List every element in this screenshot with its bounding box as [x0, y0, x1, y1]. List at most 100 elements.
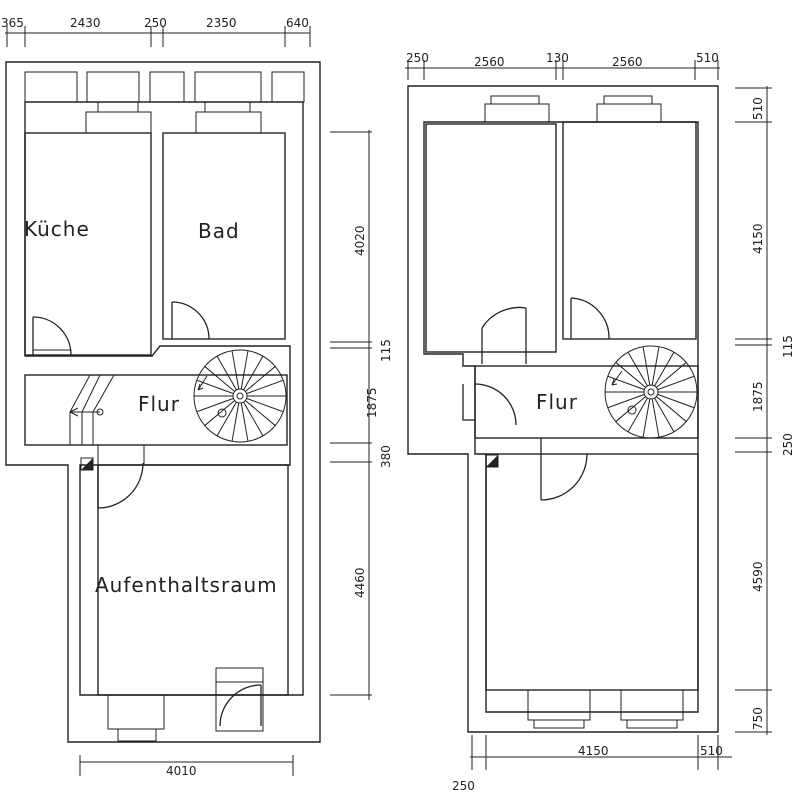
stair-tread	[651, 346, 660, 386]
left-window-4	[194, 71, 262, 103]
label-living: Aufenthaltsraum	[95, 573, 278, 597]
room-kitchen	[24, 132, 152, 356]
left-dimension-bottom: 4010	[79, 755, 294, 778]
dim-r-top-250: 250	[406, 51, 429, 65]
left-sill-1b	[97, 101, 139, 113]
left-dimension-right: 4020 115 1875 380 4460	[330, 130, 393, 700]
stair-tread	[231, 402, 240, 442]
stair-tread	[651, 398, 660, 438]
left-chimney-symbol	[80, 457, 94, 471]
stair-tread	[240, 350, 249, 390]
stair-tread	[231, 350, 240, 390]
left-sill-2b	[204, 101, 251, 113]
stair-tread	[656, 396, 687, 422]
stair-tread	[216, 355, 237, 391]
dim-r-right-4590: 4590	[751, 561, 765, 592]
stair-tread	[246, 397, 284, 413]
dim-r-top-2560a: 2560	[474, 55, 505, 69]
right-room-hall	[474, 365, 699, 439]
dim-r-right-750: 750	[751, 707, 765, 730]
dim-r-top-130: 130	[546, 51, 569, 65]
right-door-hall	[462, 383, 517, 426]
dim-r-right-1875: 1875	[751, 381, 765, 412]
room-hall	[24, 374, 288, 446]
dim-right-1875: 1875	[365, 387, 379, 418]
left-door-living	[97, 444, 145, 509]
right-room-main	[485, 453, 699, 691]
right-inner-wall	[423, 121, 699, 713]
left-sill-2	[195, 111, 262, 134]
dim-top-2430: 2430	[70, 16, 101, 30]
left-window-3	[149, 71, 185, 103]
right-window-2	[596, 103, 662, 123]
label-bath: Bad	[198, 219, 240, 243]
right-plan: Flur 250 2560 130 2560 510 510 4150 115 …	[405, 51, 795, 793]
dim-top-640: 640	[286, 16, 309, 30]
stair-tread	[657, 393, 695, 409]
left-door-kitchen	[32, 316, 72, 356]
dim-bottom-4010: 4010	[166, 764, 197, 778]
label-kitchen: Küche	[24, 217, 90, 241]
dim-right-4460: 4460	[353, 567, 367, 598]
right-room-1	[425, 123, 557, 353]
right-window-bottom-1b	[533, 719, 585, 729]
right-window-2b	[603, 95, 653, 105]
dim-r-bottom-510: 510	[700, 744, 723, 758]
label-hall-left: Flur	[138, 392, 180, 416]
stair-tread	[654, 397, 675, 433]
dim-top-250: 250	[144, 16, 167, 30]
right-room-2	[562, 121, 697, 340]
stair-tread	[246, 379, 284, 395]
room-bath	[162, 132, 286, 340]
left-window-2	[86, 71, 140, 103]
room-living	[97, 464, 289, 696]
dim-r-right-115: 115	[781, 335, 795, 358]
stair-tread	[657, 375, 695, 391]
stair-tread	[627, 351, 648, 387]
left-plan: Küche Bad Flur Aufenthaltsraum 365 2430 …	[1, 16, 393, 778]
stair-tread	[607, 375, 645, 391]
stair-tread	[654, 351, 675, 387]
dim-right-115: 115	[379, 339, 393, 362]
stair-tread	[240, 402, 249, 442]
stair-tread	[642, 398, 651, 438]
stair-tread	[216, 401, 237, 437]
right-door-2	[570, 297, 610, 340]
left-door-front	[215, 667, 264, 732]
right-outer-wall	[407, 85, 719, 733]
stair-tread	[204, 366, 235, 392]
stair-tread	[615, 362, 646, 388]
left-hall-connector	[69, 374, 115, 445]
right-window-bottom-1	[527, 689, 591, 721]
left-window-bottom	[107, 694, 165, 730]
stair-tread	[656, 362, 687, 388]
stair-tread	[245, 366, 276, 392]
right-dimension-bottom: 4150 510 250	[452, 735, 732, 793]
stair-tread	[627, 397, 648, 433]
stair-tread	[615, 396, 646, 422]
right-door-1	[481, 306, 527, 364]
left-spiral-staircase	[193, 349, 287, 443]
dim-r-bottom-4150: 4150	[578, 744, 609, 758]
right-window-1	[484, 103, 550, 123]
dim-right-4020: 4020	[353, 225, 367, 256]
dim-r-right-510: 510	[751, 97, 765, 120]
stair-tread	[243, 355, 264, 391]
right-window-1b	[490, 95, 540, 105]
left-inner-wall	[24, 101, 304, 696]
dim-right-380: 380	[379, 445, 393, 468]
dim-r-top-2560b: 2560	[612, 55, 643, 69]
right-window-bottom-2	[620, 689, 684, 721]
right-chimney-symbol	[485, 454, 499, 468]
left-outer-wall	[5, 61, 321, 743]
left-dimension-top: 365 2430 250 2350 640	[1, 16, 311, 47]
dim-top-365: 365	[1, 16, 24, 30]
right-dimension-top: 250 2560 130 2560 510	[405, 51, 720, 80]
stair-tread	[196, 397, 234, 413]
left-door-bath	[171, 301, 210, 340]
right-spiral-staircase	[604, 345, 698, 439]
dim-r-right-250: 250	[781, 433, 795, 456]
left-window-1	[24, 71, 78, 103]
right-window-bottom-2b	[626, 719, 678, 729]
